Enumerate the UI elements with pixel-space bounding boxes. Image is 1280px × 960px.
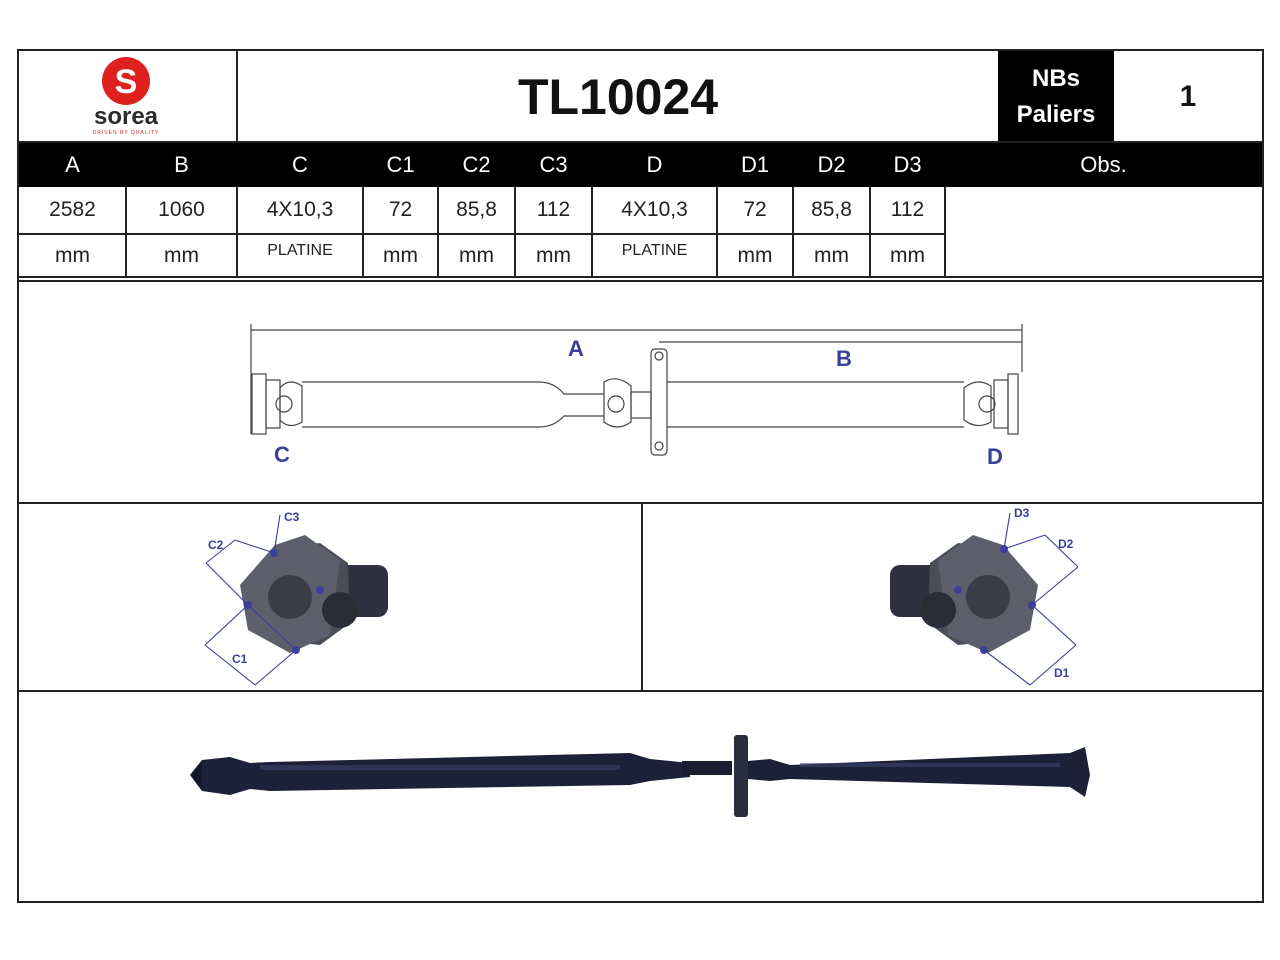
dimension-label-b: B <box>836 346 852 371</box>
value-d3: 112 <box>890 198 925 221</box>
col-header-c: C <box>237 143 363 187</box>
divider <box>19 141 1262 143</box>
divider <box>641 503 643 691</box>
flange-label-c1: C1 <box>232 652 248 666</box>
bearings-label: NBs Paliers <box>998 51 1114 143</box>
value-d: 4X10,3 <box>621 198 688 221</box>
col-header-obs: Obs. <box>945 143 1262 187</box>
dimension-label-d: D <box>987 444 1003 469</box>
bearings-count: 1 <box>1179 80 1197 113</box>
divider <box>944 187 946 277</box>
unit-d1: mm <box>737 244 773 267</box>
unit-d3: mm <box>890 244 925 267</box>
col-header-c2: C2 <box>438 143 515 187</box>
divider <box>514 187 516 277</box>
col-header-d2: D2 <box>793 143 870 187</box>
unit-c3: mm <box>536 244 571 267</box>
unit-a: mm <box>55 244 90 267</box>
flange-label-c2: C2 <box>208 538 224 552</box>
value-c1: 72 <box>388 198 413 221</box>
spec-sheet-frame <box>17 49 1264 903</box>
col-header-d3: D3 <box>870 143 945 187</box>
col-header-a: A <box>19 143 126 187</box>
unit-d: PLATINE <box>621 242 688 259</box>
shaft-dimension-diagram: A B C D <box>250 324 1023 469</box>
col-header-c3: C3 <box>515 143 592 187</box>
divider <box>437 187 439 277</box>
value-c3: 112 <box>536 198 571 221</box>
divider <box>19 502 1262 504</box>
part-number-title: TL10024 <box>517 69 719 125</box>
dimension-label-a: A <box>568 336 584 361</box>
value-c2: 85,8 <box>456 198 497 221</box>
value-a: 2582 <box>49 198 96 221</box>
dimension-label-c: C <box>274 442 290 467</box>
flange-c-illustration: C3 C2 C1 <box>204 510 388 686</box>
divider <box>792 187 794 277</box>
flange-label-c3: C3 <box>284 510 300 524</box>
unit-c1: mm <box>383 244 418 267</box>
divider <box>236 187 238 277</box>
col-header-b: B <box>126 143 237 187</box>
drive-shaft-product-image <box>190 735 1090 817</box>
bearings-label-line1: NBs <box>1031 65 1080 92</box>
flange-d-illustration: D3 D2 D1 <box>890 506 1079 686</box>
divider <box>125 187 127 277</box>
divider <box>19 233 945 235</box>
col-header-c1: C1 <box>363 143 438 187</box>
bearings-label-bg <box>998 51 1114 143</box>
divider <box>869 187 871 277</box>
value-c: 4X10,3 <box>266 198 334 221</box>
flange-label-d2: D2 <box>1058 537 1074 551</box>
value-d1: 72 <box>743 198 767 221</box>
divider <box>19 690 1262 692</box>
divider <box>591 187 593 277</box>
unit-c: PLATINE <box>267 242 333 259</box>
value-d2: 85,8 <box>811 198 852 221</box>
divider <box>19 276 1262 278</box>
value-b: 1060 <box>158 198 205 221</box>
col-header-d: D <box>592 143 717 187</box>
divider <box>236 51 238 143</box>
unit-d2: mm <box>814 244 849 267</box>
logo-letter: S <box>115 63 138 101</box>
unit-c2: mm <box>459 244 494 267</box>
divider <box>362 187 364 277</box>
logo-wordmark: sorea <box>94 103 159 130</box>
col-header-d1: D1 <box>717 143 793 187</box>
brand-logo: S sorea DRIVEN BY QUALITY <box>19 51 237 143</box>
bearings-label-line2: Paliers <box>1016 101 1096 128</box>
divider <box>19 280 1262 282</box>
flange-label-d3: D3 <box>1014 506 1030 520</box>
divider <box>716 187 718 277</box>
logo-tagline: DRIVEN BY QUALITY <box>93 130 160 136</box>
logo-badge-icon <box>102 57 150 105</box>
unit-b: mm <box>164 244 199 267</box>
flange-label-d1: D1 <box>1054 666 1070 680</box>
